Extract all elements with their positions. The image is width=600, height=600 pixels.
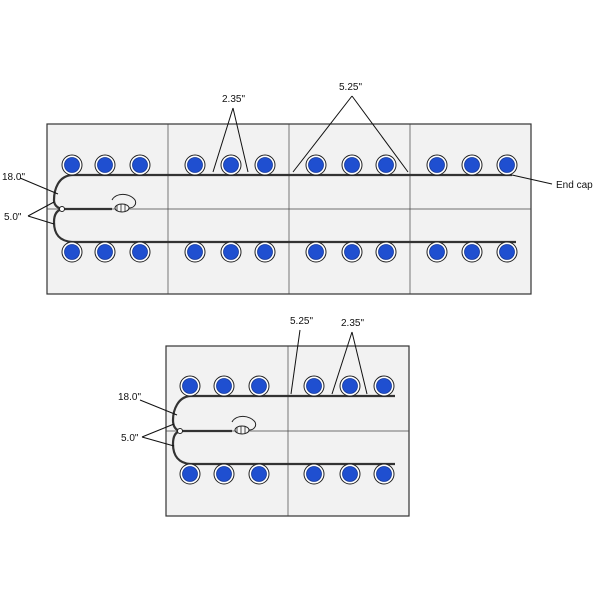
large-bottom-row-pots xyxy=(61,241,518,263)
large-top-row-pots xyxy=(61,154,518,176)
small-top-row-pots xyxy=(179,375,395,397)
drip-emitter-icon xyxy=(59,193,137,213)
small-label-5-25: 5.25" xyxy=(290,316,313,327)
large-label-5-25: 5.25" xyxy=(339,82,362,93)
small-layout-leaders xyxy=(139,329,368,447)
large-layout-leaders xyxy=(19,95,553,225)
end-cap-label: End cap xyxy=(556,180,593,191)
large-label-2-35: 2.35" xyxy=(222,94,245,105)
small-layout: 5.25" 2.35" 18.0" 5.0" xyxy=(118,316,410,517)
large-layout: 2.35" 5.25" End cap 18.0" 5.0" xyxy=(2,82,593,295)
small-label-2-35: 2.35" xyxy=(341,318,364,329)
small-label-18-0: 18.0" xyxy=(118,392,141,403)
large-label-5-0: 5.0" xyxy=(4,212,22,223)
tubing-connector-icon xyxy=(177,415,257,435)
large-label-18-0: 18.0" xyxy=(2,172,25,183)
small-bottom-row-pots xyxy=(179,463,395,485)
small-label-5-0: 5.0" xyxy=(121,433,139,444)
